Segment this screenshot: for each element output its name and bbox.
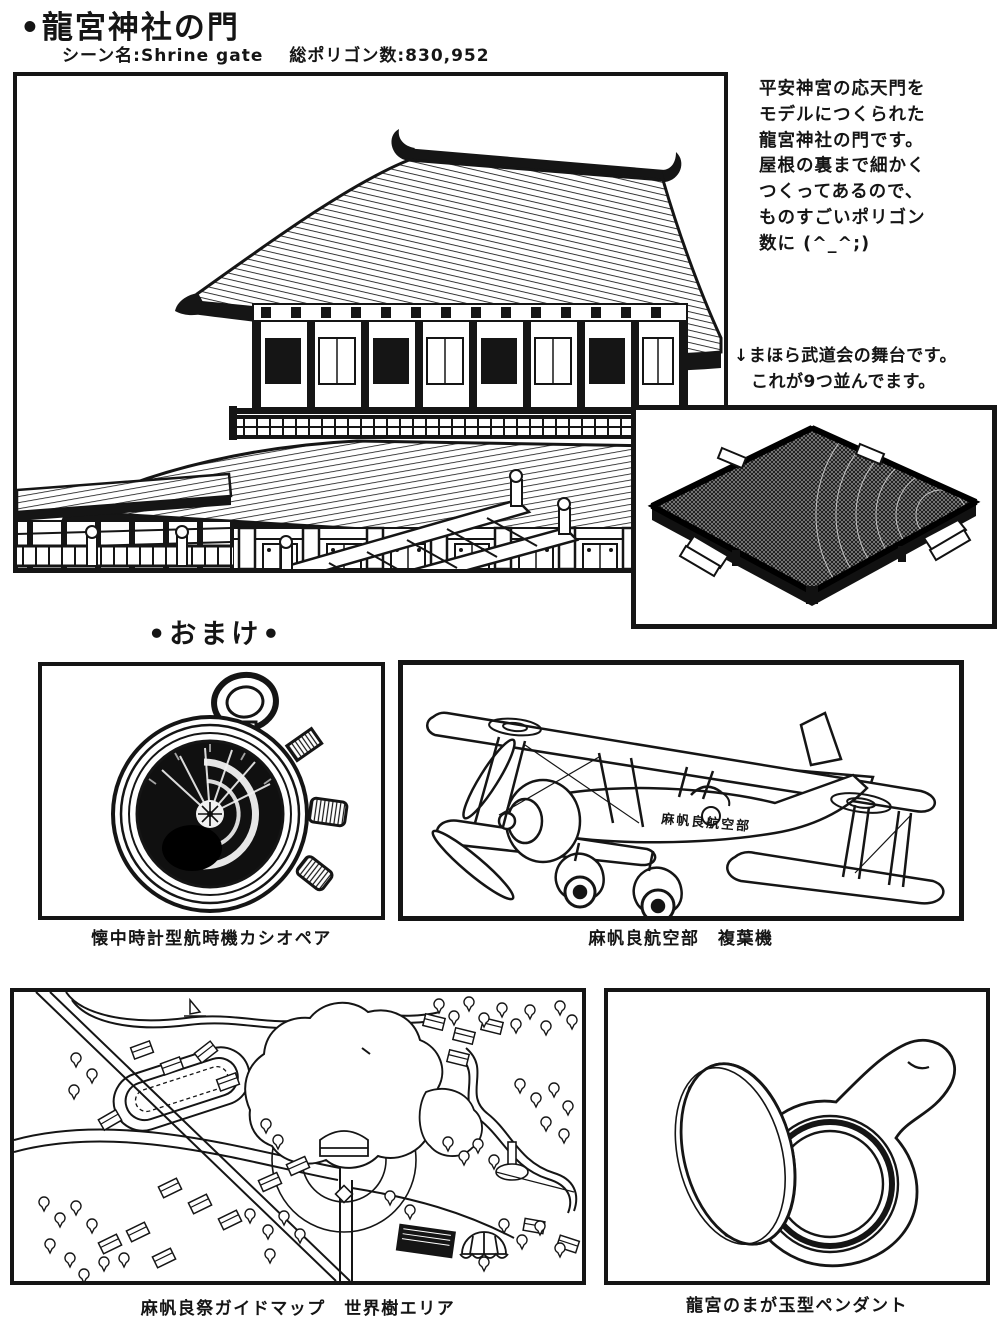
shrine-description: 平安神宮の応天門を モデルにつくられた 龍宮神社の門です。 屋根の裏まで細かく … (759, 77, 997, 258)
stage-note-line: ↓まほら武道会の舞台です。 (734, 346, 958, 366)
description-line: 平安神宮の応天門を (759, 79, 926, 99)
stage-note-line: これが9つ並んでます。 (751, 372, 936, 392)
description-line: つくってあるので、 (759, 182, 924, 203)
stage-drawing (647, 425, 981, 606)
omake-heading: •おまけ• (148, 619, 284, 650)
pocket-watch-caption: 懐中時計型航時機カシオペア (91, 929, 332, 949)
biplane-figure: 麻帆良航空部 (398, 660, 964, 921)
guide-map-figure (10, 988, 586, 1285)
shrine-gate-drawing (17, 129, 724, 569)
polygon-count-label: 総ポリゴン数:830,952 (289, 46, 490, 66)
pendant-drawing (674, 1038, 957, 1268)
pocket-watch-figure (38, 662, 385, 920)
guide-map-drawing (14, 992, 581, 1281)
pendant-figure (604, 988, 990, 1285)
biplane-fuselage-text: 麻帆良航空部 (660, 811, 752, 835)
shrine-gate-figure (13, 72, 728, 573)
biplane-drawing: 麻帆良航空部 (426, 711, 945, 916)
description-line: モデルにつくられた (759, 104, 926, 125)
pocket-watch-drawing (111, 671, 349, 913)
description-line: 数に (^_^;) (759, 233, 871, 254)
guide-map-caption: 麻帆良祭ガイドマップ 世界樹エリア (140, 1299, 456, 1319)
description-line: ものすごいポリゴン (759, 207, 926, 228)
description-line: 屋根の裏まで細かく (759, 156, 926, 177)
stage-note: ↓まほら武道会の舞台です。 これが9つ並んでます。 (734, 343, 957, 395)
stage-figure (631, 405, 997, 629)
page-title: •龍宮神社の門 (20, 10, 240, 46)
scene-name-label: シーン名:Shrine gate (62, 46, 264, 66)
pendant-caption: 龍宮のまが玉型ペンダント (686, 1296, 908, 1316)
biplane-caption: 麻帆良航空部 複葉機 (588, 929, 774, 949)
description-line: 龍宮神社の門です。 (759, 130, 924, 151)
subtitle: シーン名:Shrine gate 総ポリゴン数:830,952 (62, 41, 490, 66)
